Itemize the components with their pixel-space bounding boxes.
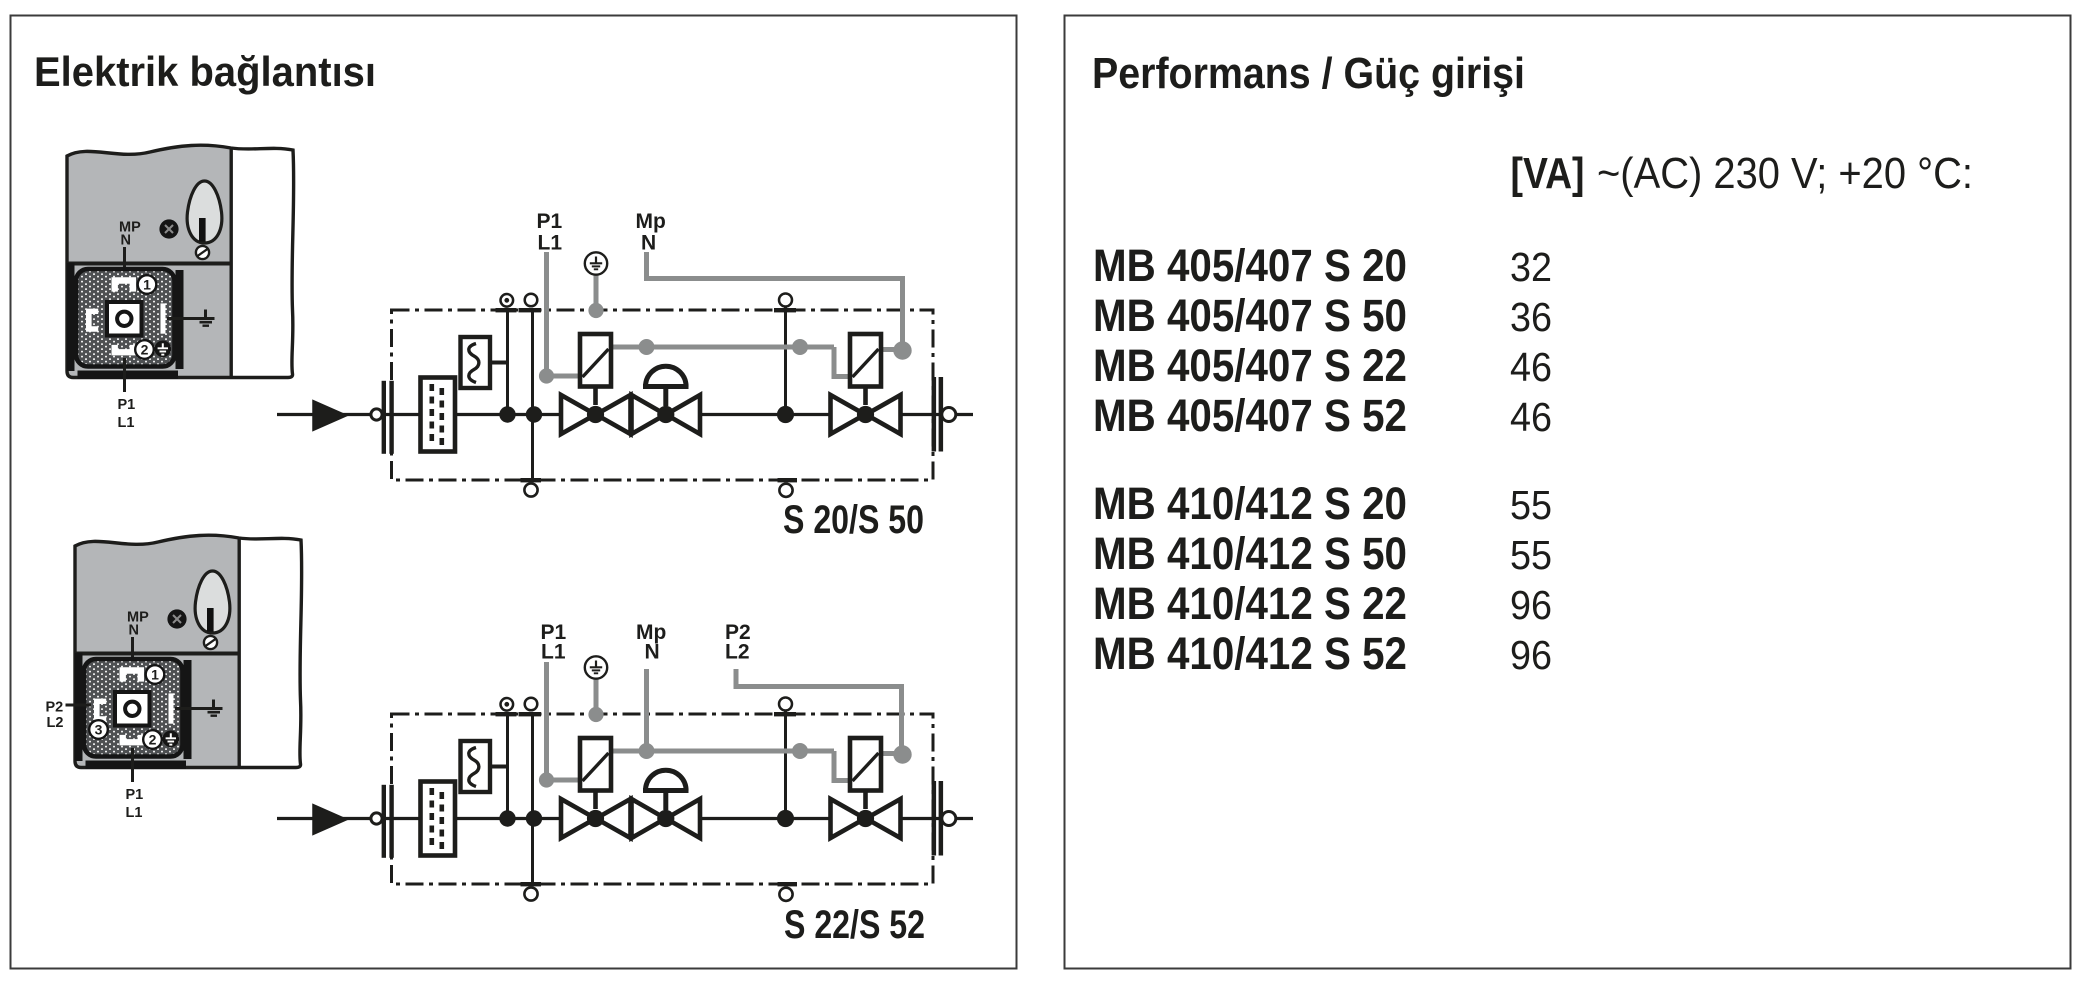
svg-text:S 22/S 52: S 22/S 52 [784, 903, 925, 947]
svg-text:MB 410/412 S 20: MB 410/412 S 20 [1093, 478, 1407, 529]
svg-text:L1: L1 [541, 641, 566, 664]
svg-text:55: 55 [1510, 482, 1552, 528]
svg-text:N: N [641, 232, 656, 255]
svg-text:[VA]: [VA] [1511, 149, 1585, 198]
svg-text:MB 405/407 S 22: MB 405/407 S 22 [1093, 340, 1407, 391]
svg-text:L2: L2 [47, 715, 64, 731]
svg-text:P1: P1 [537, 210, 563, 233]
svg-text:Mp: Mp [636, 621, 666, 644]
svg-text:MB 410/412 S 52: MB 410/412 S 52 [1093, 628, 1407, 679]
svg-text:P1: P1 [118, 397, 136, 413]
svg-text:MB 410/412 S 22: MB 410/412 S 22 [1093, 578, 1407, 629]
svg-text:~(AC) 230 V; +20 °C:: ~(AC) 230 V; +20 °C: [1597, 149, 1973, 198]
svg-text:MP: MP [119, 220, 141, 236]
svg-text:N: N [645, 641, 660, 664]
svg-text:L1: L1 [118, 415, 135, 431]
svg-text:32: 32 [1510, 244, 1552, 290]
svg-text:S 20/S 50: S 20/S 50 [783, 498, 924, 542]
svg-text:3: 3 [95, 722, 103, 738]
svg-text:L1: L1 [538, 232, 563, 255]
svg-text:46: 46 [1510, 394, 1552, 440]
svg-text:55: 55 [1510, 532, 1552, 578]
svg-text:P2: P2 [46, 700, 64, 716]
svg-text:46: 46 [1510, 344, 1552, 390]
svg-text:N: N [121, 233, 131, 249]
svg-text:96: 96 [1510, 632, 1552, 678]
svg-text:MB 410/412 S 50: MB 410/412 S 50 [1093, 528, 1407, 579]
svg-text:2: 2 [141, 342, 149, 358]
svg-text:MB 405/407 S 20: MB 405/407 S 20 [1093, 240, 1407, 291]
svg-text:Performans / Güç girişi: Performans / Güç girişi [1092, 49, 1525, 98]
svg-text:L2: L2 [725, 641, 750, 664]
svg-text:1: 1 [143, 277, 151, 293]
svg-text:36: 36 [1510, 294, 1552, 340]
svg-text:Mp: Mp [636, 210, 666, 233]
svg-text:MB 405/407 S 52: MB 405/407 S 52 [1093, 390, 1407, 441]
svg-text:P1: P1 [541, 621, 567, 644]
svg-text:96: 96 [1510, 582, 1552, 628]
svg-text:Elektrik bağlantısı: Elektrik bağlantısı [34, 48, 376, 95]
svg-text:MB 405/407 S 50: MB 405/407 S 50 [1093, 290, 1407, 341]
svg-text:P2: P2 [725, 621, 751, 644]
